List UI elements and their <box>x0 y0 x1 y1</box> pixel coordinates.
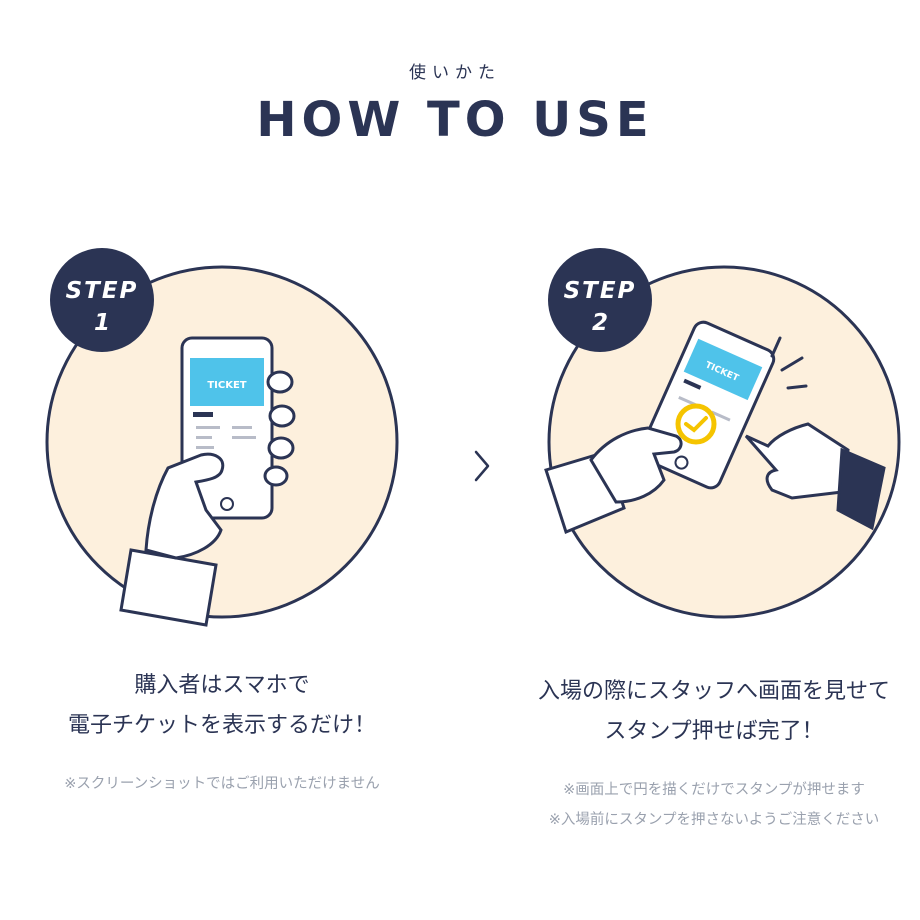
step-1-badge-number: 1 <box>94 310 110 336</box>
step-2-illustration: TICKET STEP 2 <box>544 248 901 619</box>
ticket-label: TICKET <box>207 380 246 391</box>
hand-icon <box>144 452 225 560</box>
step-1-badge: STEP 1 <box>50 248 154 352</box>
step-1-headline-line1: 購入者はスマホで <box>134 673 310 698</box>
sleeve-shape <box>119 548 218 627</box>
step-1-badge-word: STEP <box>66 278 139 304</box>
step-1-illustration: TICKET STEP 1 <box>45 248 399 627</box>
section-title: HOW TO USE <box>256 92 654 148</box>
step-2-headline-line2: スタンプ押せば完了！ <box>604 719 824 744</box>
step-2-note-1: ※画面上で円を描くだけでスタンプが押せます <box>563 782 865 798</box>
step-2-badge-number: 2 <box>592 310 608 336</box>
step-1-headline-line2: 電子チケットを表示するだけ！ <box>67 713 376 738</box>
section-subtitle: 使いかた <box>409 63 501 83</box>
step-2-badge-word: STEP <box>564 278 637 304</box>
step-2-headline: 入場の際にスタッフへ画面を見せて スタンプ押せば完了！ <box>512 672 916 752</box>
step-2-headline-line1: 入場の際にスタッフへ画面を見せて <box>537 679 890 704</box>
step-2-note-2: ※入場前にスタンプを押さないようご注意ください <box>548 812 880 828</box>
stamp-icon <box>675 403 717 445</box>
right-sleeve-shape <box>836 447 886 531</box>
step-1-note: ※スクリーンショットではご利用いただけません <box>64 776 380 792</box>
step-2-badge: STEP 2 <box>548 248 652 352</box>
step-1-headline: 購入者はスマホで 電子チケットを表示するだけ！ <box>36 666 408 746</box>
hand-icon <box>589 426 683 504</box>
chevron-right-icon <box>474 450 490 482</box>
